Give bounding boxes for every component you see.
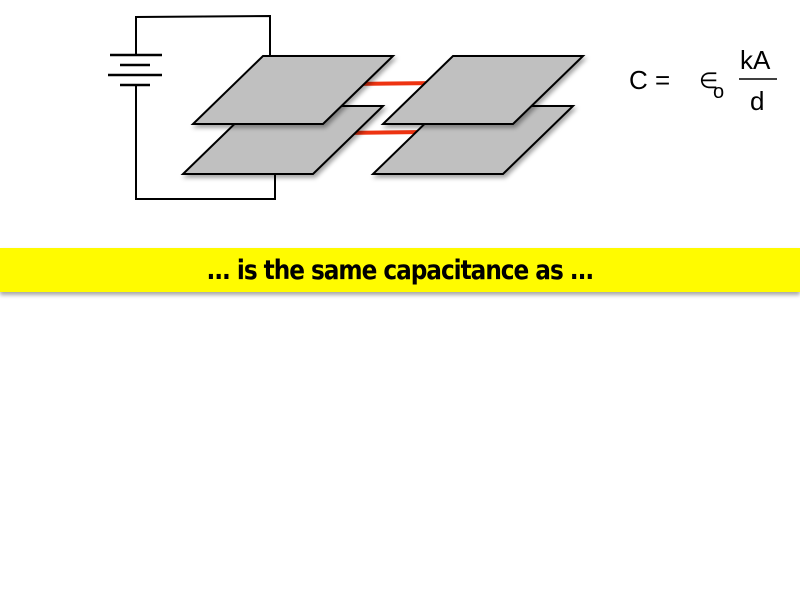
- formula-numerator: kA: [740, 45, 771, 75]
- caption-banner: ... is the same capacitance as ...: [0, 248, 800, 292]
- capacitance-formula: C = ∈ o kA d: [629, 45, 777, 116]
- left-top-plate: [190, 55, 396, 125]
- right-top-plate: [380, 55, 586, 125]
- formula-lhs: C =: [629, 65, 670, 95]
- circuit-wire: [135, 14, 276, 200]
- epsilon-symbol: ∈: [699, 68, 718, 93]
- banner-text: ... is the same capacitance as ...: [206, 254, 595, 286]
- formula-denominator: d: [750, 86, 764, 116]
- capacitor-diagram: C = ∈ o kA d: [108, 14, 777, 200]
- epsilon-subscript: o: [713, 81, 724, 103]
- battery-icon: [108, 53, 162, 87]
